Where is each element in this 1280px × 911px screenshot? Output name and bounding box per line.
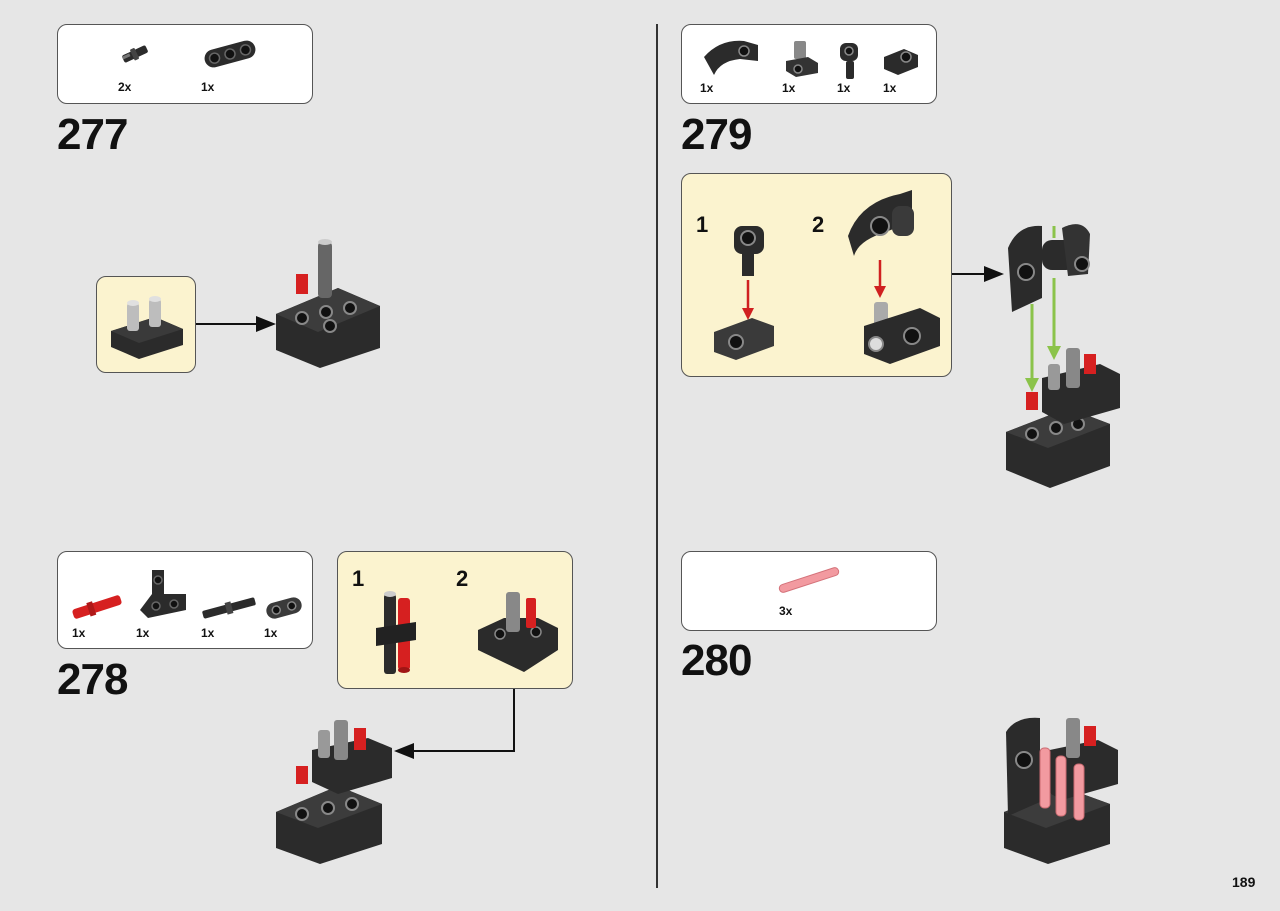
part-qty: 1x [201,626,215,640]
beam-3-icon [204,40,256,68]
part-qty: 1x [136,626,150,640]
step-number-277: 277 [57,110,128,159]
step-number-278: 278 [57,655,128,704]
axle-pin-icon [121,45,148,63]
part-qty: 1x [72,626,86,640]
part-qty: 1x [837,81,851,95]
assembly-280-icon [1004,717,1118,864]
part-qty: 1x [201,80,215,94]
panel-curved-icon [704,40,758,75]
part-qty: 2x [118,80,132,94]
part-qty: 3x [779,604,793,618]
pin-connector-icon [840,43,858,79]
substep-1-assembly-icon [376,591,416,674]
page-number: 189 [1232,874,1256,890]
assembly-277-icon [276,239,380,368]
assembly-279-icon [1006,224,1120,488]
substep-number: 2 [812,212,825,237]
parts-box-280: 3x [681,551,937,631]
callout-pointer-278 [394,689,515,759]
black-axle-icon [202,597,256,619]
arrow-279 [952,266,1004,282]
parts-box-278: 1x 1x 1x 1x [57,551,313,649]
part-qty: 1x [264,626,278,640]
step-number-280: 280 [681,636,752,685]
substep-2-assembly-icon [478,592,558,672]
part-qty: 1x [883,81,897,95]
substep-2-assembly-icon [848,190,940,364]
callout-box-277 [96,276,196,373]
beam-with-pins-icon [111,296,183,359]
page-divider [656,24,658,888]
substep-1-assembly-icon [714,226,774,360]
substep-number: 1 [352,566,365,591]
parts-box-279: 1x 1x 1x 1x [681,24,937,104]
part-qty: 1x [700,81,714,95]
parts-box-277: 2x 1x [57,24,313,104]
cross-block-icon [786,41,818,77]
beam-2-icon [266,597,302,619]
substep-number: 1 [696,212,709,237]
callout-box-278: 1 2 [337,551,573,689]
arrow-277 [196,316,276,332]
callout-box-279: 1 2 [681,173,952,377]
step-number-279: 279 [681,110,752,159]
part-qty: 1x [782,81,796,95]
substep-number: 2 [456,566,469,591]
connector-block-icon [884,49,918,75]
angle-beam-icon [140,570,186,618]
pink-axle-icon [778,567,840,593]
red-axle-pin-icon [72,595,122,619]
assembly-278-icon [276,720,392,864]
